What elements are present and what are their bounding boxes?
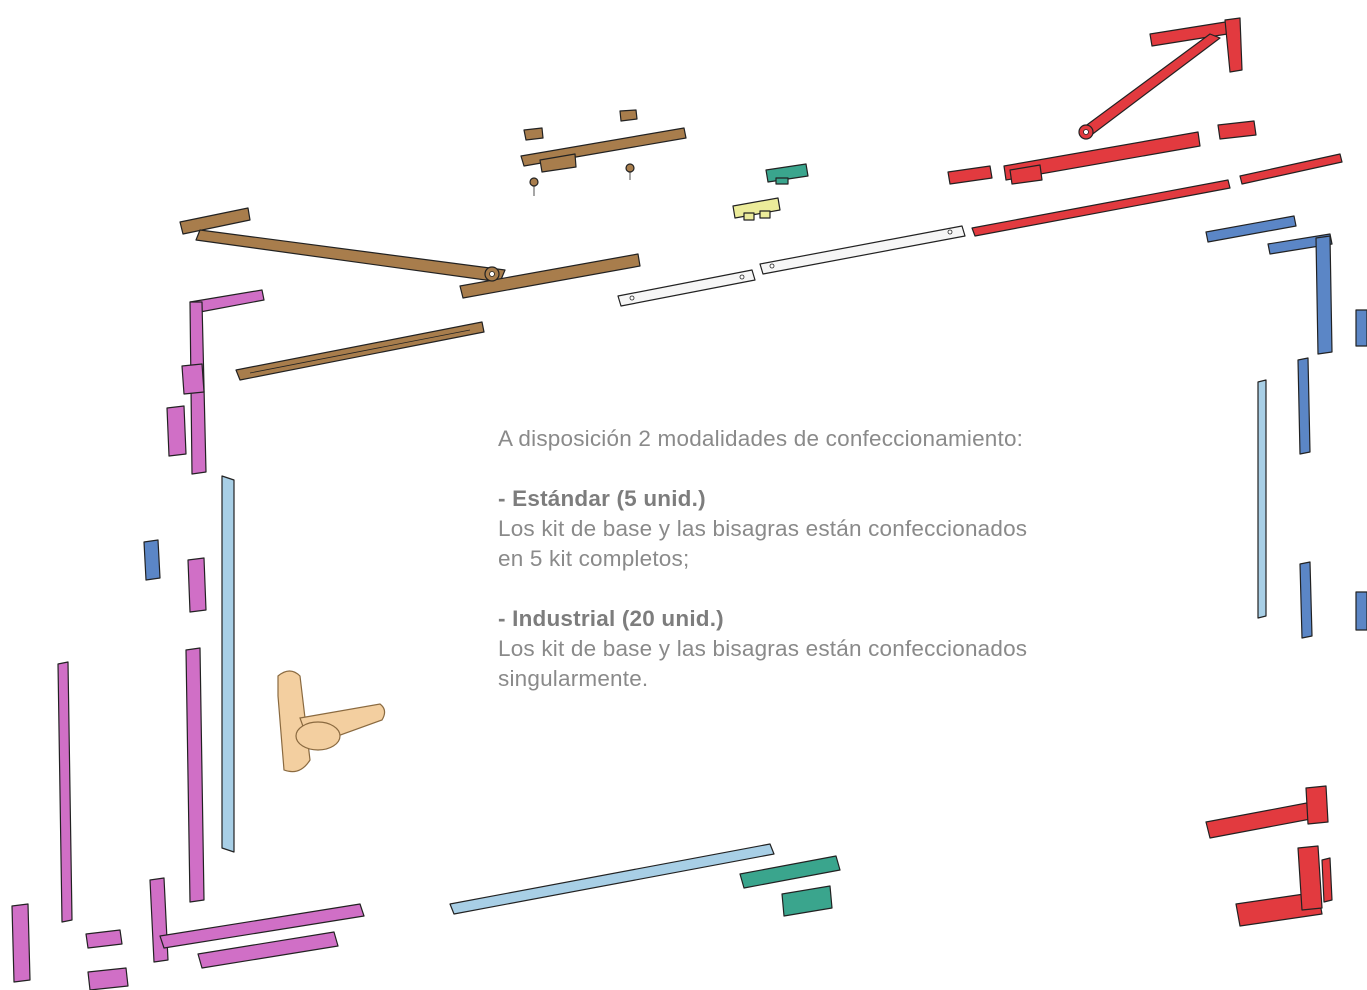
light-blue-rods bbox=[221, 379, 1267, 915]
packaging-info-panel: A disposición 2 modalidades de confeccio… bbox=[498, 424, 1058, 694]
brown-stay-arm bbox=[179, 207, 641, 381]
intro-text: A disposición 2 modalidades de confeccio… bbox=[498, 426, 1024, 451]
teal-keeper-kit bbox=[739, 855, 841, 917]
top-brown-keeper-kit bbox=[520, 109, 687, 196]
red-stay-hinge-kit bbox=[947, 17, 1343, 237]
blue-keeper-left bbox=[143, 539, 161, 581]
small-teal-block bbox=[765, 163, 809, 185]
white-tracks bbox=[617, 225, 966, 307]
window-handle bbox=[277, 670, 386, 773]
option-standard-title: - Estándar (5 unid.) bbox=[498, 486, 706, 511]
blue-corner-and-keepers bbox=[1205, 215, 1367, 639]
red-hinges-bottom bbox=[1205, 785, 1333, 927]
option-standard-text: Los kit de base y las bisagras están con… bbox=[498, 516, 1028, 571]
pink-corner-drive bbox=[11, 289, 365, 990]
small-yellow-block bbox=[732, 197, 781, 221]
option-industrial-text: Los kit de base y las bisagras están con… bbox=[498, 636, 1028, 691]
option-industrial-title: - Industrial (20 unid.) bbox=[498, 606, 724, 631]
